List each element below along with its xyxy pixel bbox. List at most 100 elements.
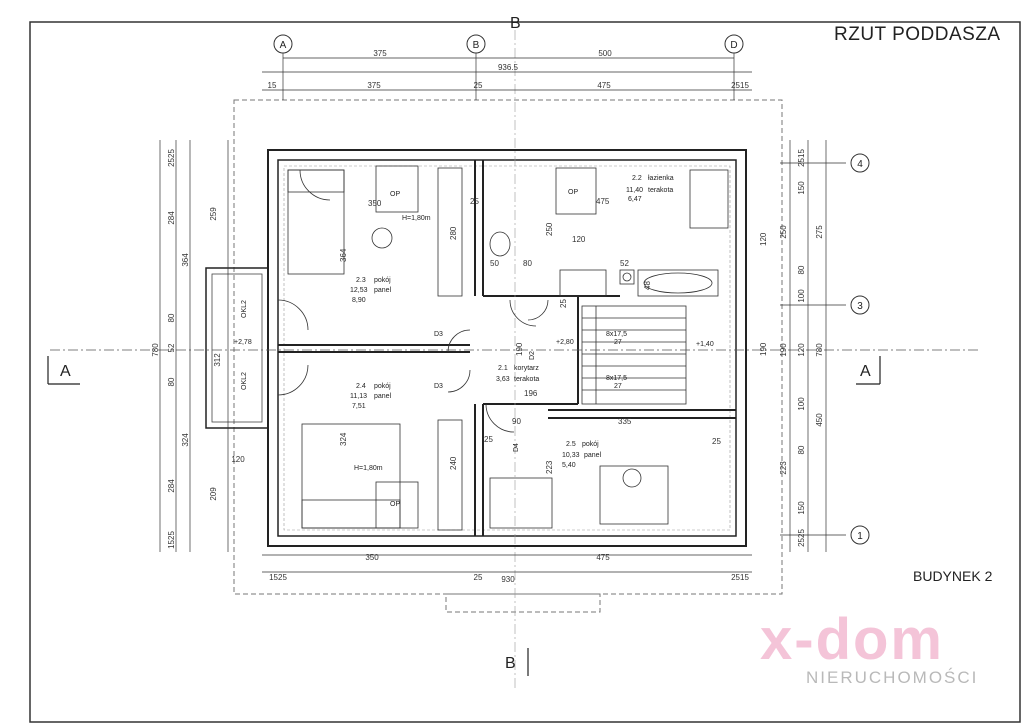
dim-label: 80	[797, 445, 806, 454]
level-mark: +2,80	[556, 339, 574, 346]
room-finish: panel	[374, 393, 392, 400]
room-area: 10,33	[562, 452, 580, 459]
balcony	[205, 267, 269, 429]
dim-label: 120	[231, 455, 245, 464]
building-label: BUDYNEK 2	[913, 568, 993, 584]
room-area: 12,53	[350, 287, 368, 294]
window-tag: OKL2	[241, 300, 248, 318]
door-tag: D2	[529, 351, 536, 360]
dim-label: 375	[373, 49, 387, 58]
room-area: 3,63	[496, 376, 510, 383]
dim-label: 15	[268, 81, 277, 90]
inner-dim: 196	[524, 389, 538, 398]
inner-dim: 120	[572, 235, 586, 244]
page-title: RZUT PODDASZA	[834, 24, 1001, 45]
section-a-right: A	[860, 363, 871, 380]
dim-label: 2515	[731, 81, 749, 90]
dims-left: 2525 284 259 364 312 780 80 52 80 324 20…	[151, 149, 245, 549]
roof-outline	[233, 99, 783, 595]
dim-label: 80	[167, 377, 176, 386]
stairs-note: 8x17,5	[606, 331, 627, 338]
dim-label: 150	[797, 181, 806, 195]
axis-label: 1	[857, 531, 863, 542]
room-2-3-label: 2.3 pokój 12,53 panel 8,90	[350, 277, 392, 304]
axis-a-icon	[273, 34, 293, 54]
room-volume: 6,47	[628, 196, 642, 203]
room-name: pokój	[374, 383, 391, 390]
room-number: 2.1	[498, 365, 508, 372]
dim-label: 150	[797, 501, 806, 515]
room-finish: terakota	[648, 187, 673, 194]
dim-label: 190	[779, 343, 788, 357]
op-label: OP	[390, 191, 400, 198]
staircase	[581, 305, 687, 405]
annotations: H=1,80m H=1,80m OP OP OP 8x17,5 27 8x17,…	[234, 189, 768, 508]
level-mark: +2,78	[234, 339, 252, 346]
axis-label: B	[473, 40, 480, 51]
dim-label: 80	[797, 265, 806, 274]
door-tag: D3	[434, 383, 443, 390]
section-markers: A A B B	[47, 15, 881, 676]
inner-dim: 25	[559, 299, 568, 308]
dim-label: 375	[367, 81, 381, 90]
watermark-logo: x-dom	[760, 607, 944, 672]
room-number: 2.4	[356, 383, 366, 390]
dim-label: 324	[181, 433, 190, 447]
dim-label: 25	[474, 81, 483, 90]
dim-label: 100	[797, 397, 806, 411]
room-area: 11,40	[626, 187, 643, 194]
dim-label: 1525	[167, 531, 176, 549]
window-tag: OKL2	[241, 372, 248, 390]
axis-label: 4	[857, 159, 863, 170]
room-volume: 5,40	[562, 462, 576, 469]
inner-dim: 280	[449, 226, 458, 240]
inner-dim: 364	[339, 248, 348, 262]
inner-dim: 48	[643, 281, 652, 290]
room-finish: panel	[584, 452, 602, 459]
dim-label: 780	[815, 343, 824, 357]
inner-dim: 335	[618, 417, 632, 426]
dim-label: 52	[167, 343, 176, 352]
furniture	[287, 165, 729, 531]
dim-label: 2515	[731, 573, 749, 582]
stairs-note: 8x17,5	[606, 375, 627, 382]
dim-label: 2515	[797, 149, 806, 167]
room-area: 11,13	[350, 393, 367, 400]
inner-dim: 324	[339, 432, 348, 446]
dim-label: 209	[209, 487, 218, 501]
inner-dim: 120	[759, 232, 768, 246]
dims-right: 2515 150 250 275 80 100 780 190 120 100 …	[779, 149, 824, 547]
room-2-2-label: 2.2 łazienka 11,40 terakota 6,47	[626, 175, 674, 203]
dim-label: 350	[365, 553, 379, 562]
dim-label: 930	[501, 575, 515, 584]
dim-label: 450	[815, 413, 824, 427]
door-tag: D4	[513, 443, 520, 452]
door-tag: D3	[434, 331, 443, 338]
dim-label: 284	[167, 211, 176, 225]
room-volume: 8,90	[352, 297, 366, 304]
dim-label: 500	[598, 49, 612, 58]
section-b-bottom: B	[505, 655, 516, 672]
inner-dim: 25	[470, 197, 479, 206]
room-name: łazienka	[648, 175, 674, 182]
inner-dim: 223	[545, 460, 554, 474]
inner-dim: 190	[759, 342, 768, 356]
balcony-inner	[211, 273, 263, 423]
level-mark: +1,40	[696, 341, 714, 348]
room-number: 2.3	[356, 277, 366, 284]
dim-label: 936.5	[498, 63, 519, 72]
room-name: korytarz	[514, 365, 539, 372]
axis-label: 3	[857, 301, 863, 312]
room-number: 2.2	[632, 175, 642, 182]
doors	[277, 169, 549, 433]
dim-label: 284	[167, 479, 176, 493]
room-name: pokój	[582, 441, 599, 448]
dim-label: 259	[209, 207, 218, 221]
inner-dim: 25	[484, 435, 493, 444]
dim-label: 2525	[167, 149, 176, 167]
dim-label: 475	[597, 81, 611, 90]
axis-label: A	[280, 40, 287, 51]
room-2-1-label: 2.1 korytarz 3,63 terakota	[496, 365, 539, 383]
inner-dim: 25	[712, 437, 721, 446]
